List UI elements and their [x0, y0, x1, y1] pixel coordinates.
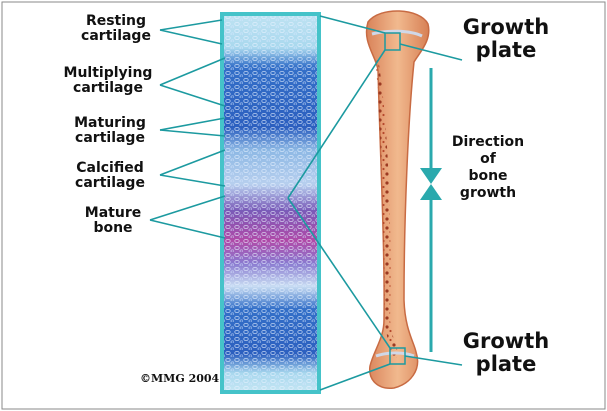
- column-cells: [222, 14, 319, 392]
- label-maturing-cartilage: Maturing cartilage: [64, 116, 156, 146]
- label-calcified-cartilage: Calcified cartilage: [64, 161, 156, 191]
- label-mature-bone: Mature bone: [78, 206, 148, 236]
- label-resting-cartilage: Resting cartilage: [72, 14, 160, 44]
- cartilage-column: [222, 14, 319, 392]
- label-growth-plate-top: Growth plate: [452, 16, 560, 62]
- label-direction-of-bone-growth: Direction of bone growth: [438, 134, 538, 202]
- copyright-text: ©MMG 2004: [140, 372, 219, 385]
- label-growth-plate-bottom: Growth plate: [452, 330, 560, 376]
- label-multiplying-cartilage: Multiplying cartilage: [54, 66, 162, 96]
